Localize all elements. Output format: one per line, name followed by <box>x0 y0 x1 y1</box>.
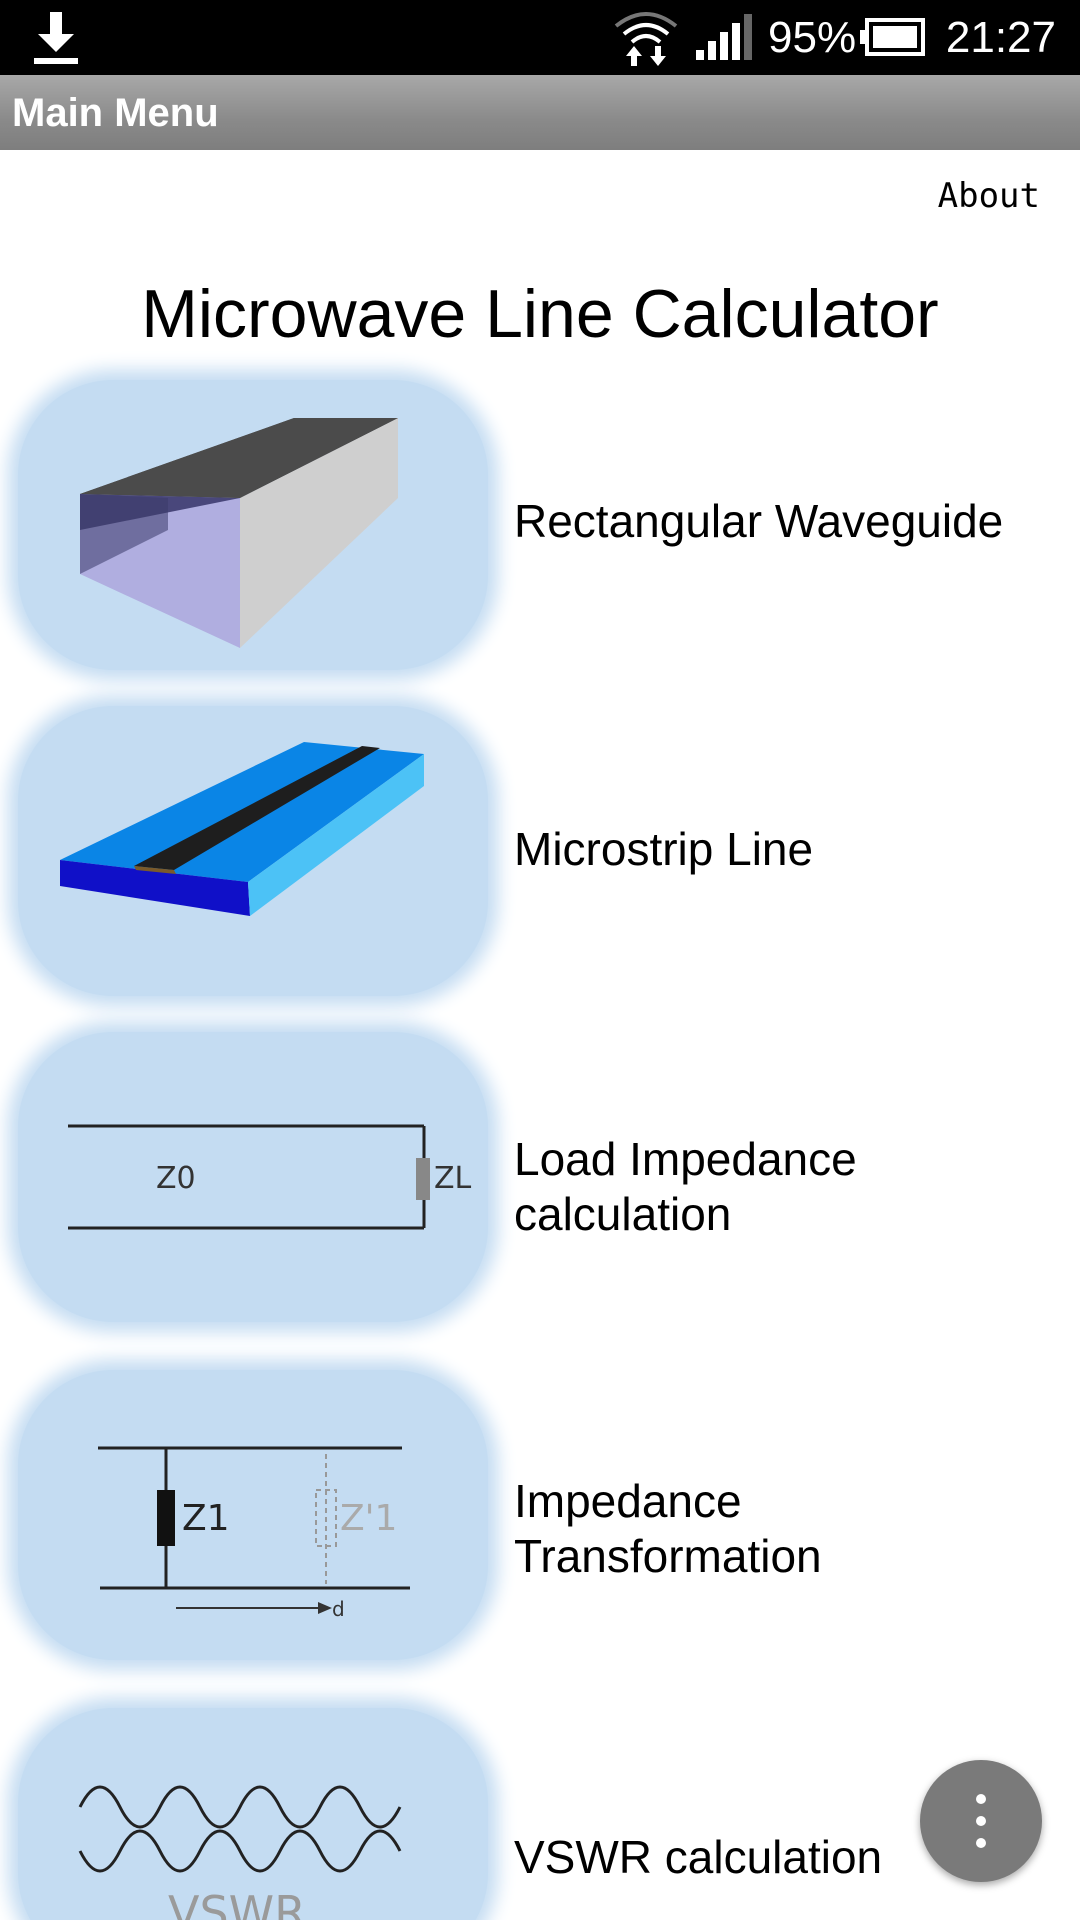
about-link[interactable]: About <box>937 176 1040 216</box>
menu-item-label: Rectangular Waveguide <box>514 495 1004 547</box>
app-title: Microwave Line Calculator <box>141 276 939 352</box>
vswr-diagram-label: VSWR <box>168 1886 306 1920</box>
clock: 21:27 <box>945 13 1056 62</box>
screen-title: Main Menu <box>12 91 219 135</box>
microstrip-line-icon[interactable] <box>18 706 488 996</box>
z0-label: Z0 <box>156 1161 196 1196</box>
more-options-button[interactable] <box>920 1760 1042 1882</box>
menu-item-label-line1: Impedance <box>514 1475 742 1527</box>
action-bar: Main Menu <box>0 75 1080 150</box>
status-bar: 95% 21:27 <box>0 0 1080 75</box>
battery-percent: 95% <box>768 13 857 62</box>
menu-item-load-impedance[interactable]: Z0 ZL Load Impedance calculation <box>0 1032 1080 1322</box>
menu-item-vswr[interactable]: VSWR VSWR calculation <box>0 1708 1080 1920</box>
download-icon <box>34 12 78 64</box>
load-impedance-icon[interactable]: Z0 ZL <box>18 1032 488 1322</box>
menu-item-microstrip-line[interactable]: Microstrip Line <box>0 706 1080 996</box>
wifi-icon <box>614 12 678 66</box>
menu-item-label: Microstrip Line <box>514 823 814 875</box>
menu-item-label-line2: calculation <box>514 1188 732 1240</box>
menu-item-label-line2: Transformation <box>514 1530 822 1582</box>
rectangular-waveguide-icon[interactable] <box>18 380 488 670</box>
z1-label: Z1 <box>182 1498 230 1539</box>
menu-item-rectangular-waveguide[interactable]: Rectangular Waveguide <box>0 380 1080 670</box>
cell-signal-icon <box>696 14 752 60</box>
battery-icon <box>860 18 925 56</box>
z1-prime-label: Z'1 <box>340 1498 397 1539</box>
impedance-transformation-icon[interactable]: Z1 Z'1 d <box>18 1370 488 1660</box>
vswr-icon[interactable]: VSWR <box>18 1708 488 1920</box>
menu-item-label-line1: Load Impedance <box>514 1133 857 1185</box>
zl-label: ZL <box>434 1161 472 1196</box>
menu-item-impedance-transformation[interactable]: Z1 Z'1 d Impedance Transformation <box>0 1370 1080 1660</box>
menu-item-label: VSWR calculation <box>514 1831 883 1883</box>
d-label: d <box>332 1597 345 1621</box>
